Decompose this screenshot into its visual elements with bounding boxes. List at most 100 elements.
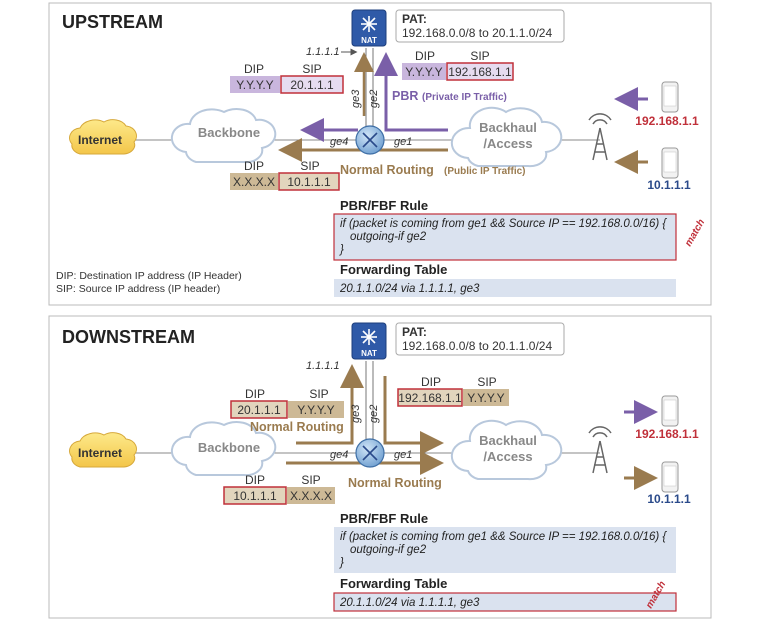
dip-header: DIP [244, 159, 264, 173]
fwd-entry: 20.1.1.0/24 via 1.1.1.1, ge3 [339, 597, 480, 609]
router-icon [355, 125, 385, 155]
ge1-label: ge1 [394, 449, 412, 461]
pat-box: PAT: 192.168.0.0/8 to 20.1.1.0/24 [395, 322, 565, 356]
rule-box [334, 527, 676, 573]
rule-title: PBR/FBF Rule [340, 511, 428, 526]
sip-header: SIP [470, 49, 489, 63]
normal-routing-label: Normal Routing [250, 420, 344, 434]
packet-header: DIP SIP 20.1.1.1 Y.Y.Y.Y [230, 387, 344, 419]
sip-value: 20.1.1.1 [290, 78, 334, 92]
pat-box: PAT: 192.168.0.0/8 to 20.1.1.0/24 [395, 9, 565, 43]
ge1-label: ge1 [394, 136, 412, 148]
rule-line: } [339, 244, 344, 256]
phone-icon [661, 395, 679, 427]
normal-routing-label: Normal Routing [340, 163, 434, 177]
ge2-label: ge2 [368, 405, 380, 423]
sip-header: SIP [309, 387, 328, 401]
router-icon [355, 438, 385, 468]
rule-box [333, 213, 677, 261]
internet-cloud: Internet [69, 432, 137, 468]
rule-line: } [339, 557, 344, 569]
fwd-entry: 20.1.1.0/24 via 1.1.1.1, ge3 [339, 283, 480, 295]
normal-routing-sub-label: (Public IP Traffic) [444, 166, 526, 177]
legend-sip: SIP: Source IP address (IP header) [56, 283, 220, 295]
fwd-title: Forwarding Table [340, 262, 447, 277]
rule-line: if (packet is coming from ge1 && Source … [340, 531, 667, 543]
pat-label: PAT: [402, 325, 427, 339]
rule-line: outgoing-if ge2 [350, 544, 427, 556]
access-label: /Access [483, 449, 532, 464]
sip-header: SIP [301, 473, 320, 487]
backhaul-label: Backhaul [479, 120, 537, 135]
host-public-label: 10.1.1.1 [647, 492, 691, 506]
phone-icon [661, 81, 679, 113]
backbone-cloud: Backbone [170, 420, 277, 477]
dip-value: X.X.X.X [233, 175, 275, 189]
nexthop-label: 1.1.1.1 [306, 46, 340, 58]
packet-header: DIP SIP 10.1.1.1 X.X.X.X [223, 473, 335, 505]
downstream-panel: DOWNSTREAM Internet Backbone Backhaul /A… [48, 315, 712, 619]
nexthop-label: 1.1.1.1 [306, 360, 340, 372]
internet-label: Internet [78, 133, 122, 147]
phone-icon [661, 461, 679, 493]
sip-header: SIP [302, 62, 321, 76]
backhaul-label: Backhaul [479, 433, 537, 448]
antenna-tower-icon [588, 426, 612, 474]
access-label: /Access [483, 136, 532, 151]
upstream-panel: UPSTREAM Internet Backbone Backhaul /Acc… [48, 2, 712, 306]
sip-value: 10.1.1.1 [287, 175, 331, 189]
dip-header: DIP [244, 62, 264, 76]
dip-header: DIP [245, 473, 265, 487]
packet-header: DIP SIP X.X.X.X 10.1.1.1 [230, 159, 340, 191]
normal-arrow-down-out [383, 376, 444, 455]
sip-value: Y.Y.Y.Y [467, 391, 504, 405]
phone-icon [661, 147, 679, 179]
sip-value: X.X.X.X [290, 489, 332, 503]
legend-dip: DIP: Destination IP address (IP Header) [56, 270, 242, 282]
ge2-label: ge2 [368, 90, 380, 108]
ge3-label: ge3 [350, 89, 362, 108]
backhaul-cloud: Backhaul /Access [450, 419, 563, 481]
pbr-arrow-up [374, 52, 448, 132]
packet-header: DIP SIP Y.Y.Y.Y 20.1.1.1 [230, 62, 344, 94]
sip-header: SIP [477, 375, 496, 389]
packet-header: DIP SIP 192.168.1.1 Y.Y.Y.Y [397, 375, 509, 407]
host-public-label: 10.1.1.1 [647, 178, 691, 192]
packet-header: DIP SIP Y.Y.Y.Y 192.168.1.1 [402, 49, 514, 81]
nat-label: NAT [361, 349, 377, 358]
backhaul-cloud: Backhaul /Access [450, 106, 563, 168]
pat-label: PAT: [402, 12, 427, 26]
antenna-tower-icon [588, 113, 612, 161]
host-private-label: 192.168.1.1 [635, 427, 699, 441]
backbone-label: Backbone [198, 440, 260, 455]
sip-header: SIP [300, 159, 319, 173]
pat-range: 192.168.0.0/8 to 20.1.1.0/24 [402, 339, 552, 353]
dip-value: Y.Y.Y.Y [405, 65, 442, 79]
nat-label: NAT [361, 36, 377, 45]
nat-icon [361, 329, 377, 345]
nat-icon [361, 16, 377, 32]
backbone-cloud: Backbone [170, 107, 277, 164]
ge4-label: ge4 [330, 136, 348, 148]
internet-label: Internet [78, 446, 122, 460]
nat-box: NAT [351, 9, 387, 47]
rule-title: PBR/FBF Rule [340, 198, 428, 213]
ge3-label: ge3 [350, 404, 362, 423]
dip-header: DIP [245, 387, 265, 401]
sip-value: 192.168.1.1 [448, 65, 512, 79]
normal-routing-label: Normal Routing [348, 476, 442, 490]
fwd-box [333, 592, 677, 612]
rule-line: outgoing-if ge2 [350, 231, 427, 243]
pbr-label: PBR [392, 89, 418, 103]
dip-value: 10.1.1.1 [233, 489, 277, 503]
nat-box: NAT [351, 322, 387, 360]
ge4-label: ge4 [330, 449, 348, 461]
fwd-title: Forwarding Table [340, 576, 447, 591]
normal-arrow-in-up [296, 364, 364, 445]
dip-header: DIP [415, 49, 435, 63]
dip-value: 192.168.1.1 [398, 391, 462, 405]
dip-header: DIP [421, 375, 441, 389]
pbr-sub-label: (Private IP Traffic) [422, 92, 507, 103]
upstream-title: UPSTREAM [62, 12, 163, 32]
